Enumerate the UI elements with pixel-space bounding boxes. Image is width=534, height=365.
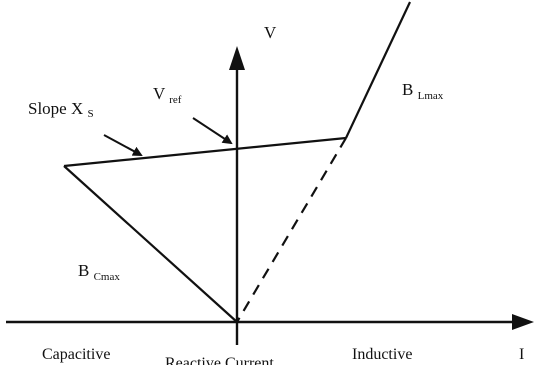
inductive-label: Inductive — [352, 346, 412, 363]
slope-pointer-arrow — [103, 134, 143, 156]
capacitive-label: Capacitive — [42, 346, 110, 363]
slope-line — [63, 136, 347, 168]
slope-label-main: Slope X — [28, 99, 83, 118]
slope-label: Slope X S — [28, 99, 94, 120]
blmax-label: B Lmax — [402, 80, 444, 102]
slope-label-sub: S — [88, 108, 94, 120]
bcmax-label: B Cmax — [78, 261, 120, 283]
v-axis-arrowhead — [229, 46, 245, 70]
vref-label: V ref — [153, 84, 182, 106]
i-axis-label: I — [519, 346, 524, 363]
blmax-label-main: B — [402, 80, 413, 99]
vref-label-sub: ref — [169, 94, 182, 106]
v-axis-label: V — [264, 23, 277, 42]
i-axis-arrowhead — [512, 314, 534, 330]
bcmax-label-sub: Cmax — [94, 271, 121, 283]
reactive-current-label: Reactive Current — [165, 355, 274, 365]
vref-label-main: V — [153, 84, 166, 103]
bcmax-label-main: B — [78, 261, 89, 280]
bcmax-line — [63, 165, 238, 323]
blmax-line — [345, 1, 411, 139]
blmax-label-sub: Lmax — [418, 90, 444, 102]
dashed-extension-line — [236, 137, 347, 323]
vref-pointer-arrow — [192, 117, 233, 145]
